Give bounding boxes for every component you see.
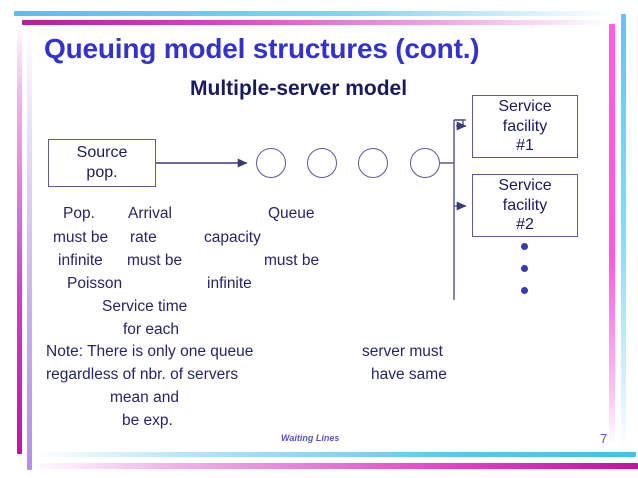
left-lilac-rule bbox=[27, 30, 32, 470]
service-facility-1-box: Service facility #1 bbox=[472, 95, 578, 158]
svc2-line3: #2 bbox=[516, 216, 534, 234]
service-facility-2-box: Service facility #2 bbox=[472, 174, 578, 237]
page-title: Queuing model structures (cont.) bbox=[44, 33, 480, 64]
footer-note: Waiting Lines bbox=[281, 433, 340, 443]
label-queue: Queue bbox=[268, 205, 315, 222]
label-rate: rate bbox=[130, 229, 157, 246]
label-must-be-1: must be bbox=[53, 229, 109, 246]
label-capacity: capacity bbox=[204, 229, 261, 246]
ellipsis-dot-icon bbox=[521, 265, 528, 272]
bottom-magenta-rule bbox=[30, 463, 638, 469]
label-service-time: Service time bbox=[102, 298, 188, 315]
label-for-each: for each bbox=[123, 321, 180, 338]
note-line-2: regardless of nbr. of servers bbox=[46, 366, 239, 383]
queue-customer-circle bbox=[410, 148, 440, 178]
source-box-line2: pop. bbox=[86, 164, 118, 181]
bottom-cyan-rule bbox=[36, 452, 636, 457]
svc2-line1: Service bbox=[498, 177, 552, 195]
source-box-line1: Source bbox=[76, 144, 128, 162]
svc1-line3: #1 bbox=[516, 137, 534, 155]
label-have-same: have same bbox=[371, 366, 447, 383]
ellipsis-dot-icon bbox=[521, 243, 528, 250]
right-magenta-rule bbox=[609, 24, 615, 444]
label-mean-and: mean and bbox=[110, 389, 179, 406]
svc1-line2: facility bbox=[502, 117, 548, 135]
queue-customer-circle bbox=[256, 148, 286, 178]
top-cyan-rule bbox=[14, 11, 614, 16]
svc1-line1: Service bbox=[498, 98, 552, 116]
label-pop: Pop. bbox=[63, 205, 95, 222]
label-infinite-2: infinite bbox=[207, 275, 252, 292]
top-magenta-rule bbox=[22, 20, 608, 25]
label-must-be-2: must be bbox=[127, 252, 183, 269]
svc2-line2: facility bbox=[502, 196, 548, 214]
label-poisson: Poisson bbox=[67, 275, 123, 292]
label-must-be-3: must be bbox=[264, 252, 320, 269]
label-arrival: Arrival bbox=[128, 205, 172, 222]
source-population-box: Source pop. bbox=[48, 139, 156, 187]
note-line-1: Note: There is only one queue bbox=[46, 343, 254, 360]
right-cyan-rule bbox=[621, 14, 626, 448]
ellipsis-dot-icon bbox=[521, 287, 528, 294]
label-infinite-1: infinite bbox=[58, 252, 103, 269]
left-magenta-rule bbox=[17, 22, 22, 454]
queue-customer-circle bbox=[358, 148, 388, 178]
label-server-must: server must bbox=[362, 343, 443, 360]
page-subtitle: Multiple-server model bbox=[190, 77, 408, 100]
page-number: 7 bbox=[600, 431, 608, 446]
label-be-exp: be exp. bbox=[122, 412, 173, 429]
queue-customer-circle bbox=[307, 148, 337, 178]
